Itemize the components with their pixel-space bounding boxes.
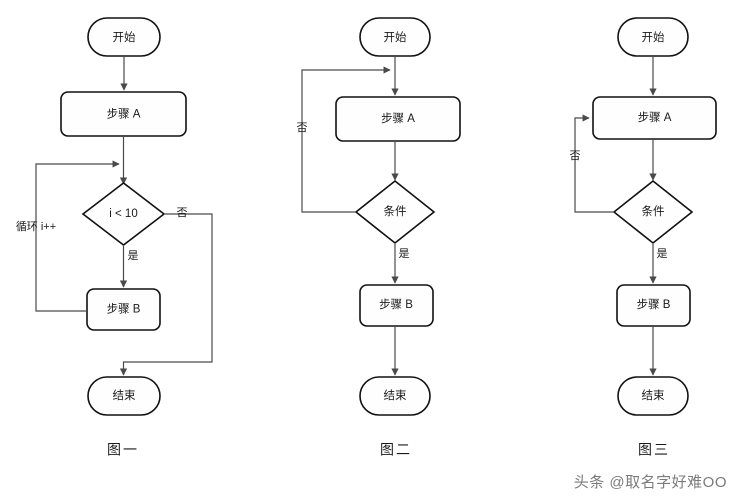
diagram-three: 开始 步骤 A 条件 否 是 bbox=[570, 17, 717, 458]
diagram-two-step-b-label: 步骤 B bbox=[379, 298, 413, 311]
diagram-one-node-step-a[interactable]: 步骤 A bbox=[60, 91, 187, 137]
diagram-two-node-step-b[interactable]: 步骤 B bbox=[359, 284, 434, 327]
diagram-two-label-no: 否 bbox=[297, 122, 308, 134]
diagram-three-node-decision[interactable]: 条件 bbox=[612, 179, 694, 245]
diagram-one-node-end[interactable]: 结束 bbox=[87, 376, 161, 416]
diagram-one-step-a-label: 步骤 A bbox=[107, 108, 141, 121]
diagram-three-start-label: 开始 bbox=[642, 30, 665, 44]
diagram-one-label-yes: 是 bbox=[128, 249, 139, 262]
diagram-one-step-b-label: 步骤 B bbox=[107, 303, 141, 316]
diagram-two-node-step-a[interactable]: 步骤 A bbox=[335, 96, 461, 142]
diagram-one-caption: 图一 bbox=[107, 442, 139, 458]
diagram-one-label-no: 否 bbox=[177, 207, 188, 219]
diagram-three-step-a-label: 步骤 A bbox=[638, 111, 672, 124]
diagram-one-edge-no bbox=[119, 213, 213, 376]
diagram-one-decision-label: i < 10 bbox=[109, 208, 137, 220]
diagram-one-label-loop: 循环 i++ bbox=[16, 220, 56, 233]
diagram-three-node-step-b[interactable]: 步骤 B bbox=[616, 284, 691, 327]
diagram-three-step-b-label: 步骤 B bbox=[637, 298, 671, 311]
diagram-three-caption: 图三 bbox=[638, 442, 670, 458]
diagram-three-edge-no-loop bbox=[574, 114, 614, 213]
diagram-two-node-end[interactable]: 结束 bbox=[359, 376, 431, 416]
diagram-one-node-decision[interactable]: i < 10 bbox=[81, 181, 166, 247]
diagram-two-node-start[interactable]: 开始 bbox=[359, 17, 431, 57]
diagram-two-caption: 图二 bbox=[380, 442, 412, 458]
diagram-three-node-step-a[interactable]: 步骤 A bbox=[592, 96, 717, 140]
diagram-three-label-no: 否 bbox=[570, 150, 581, 162]
diagram-two-edge-no-loop bbox=[301, 66, 391, 213]
diagram-two-step-a-label: 步骤 A bbox=[381, 112, 415, 125]
diagram-three-label-yes: 是 bbox=[657, 247, 668, 260]
diagram-one-end-label: 结束 bbox=[113, 389, 136, 402]
diagram-three-node-end[interactable]: 结束 bbox=[617, 376, 689, 416]
diagram-one: 开始 步骤 A i < 10 是 步骤 B bbox=[16, 17, 213, 458]
watermark-text: 头条 @取名字好难OO bbox=[573, 474, 727, 491]
diagram-three-end-label: 结束 bbox=[642, 389, 665, 402]
diagram-two-start-label: 开始 bbox=[384, 30, 407, 44]
diagram-two-decision-label: 条件 bbox=[384, 204, 407, 218]
diagram-two-label-yes: 是 bbox=[399, 247, 410, 260]
diagram-one-node-step-b[interactable]: 步骤 B bbox=[86, 288, 161, 331]
diagram-three-decision-label: 条件 bbox=[642, 204, 665, 218]
diagram-one-start-label: 开始 bbox=[113, 30, 136, 44]
diagram-one-edge-loop-back bbox=[35, 160, 120, 312]
diagram-one-node-start[interactable]: 开始 bbox=[87, 17, 161, 57]
diagram-two-end-label: 结束 bbox=[384, 389, 407, 402]
diagram-two: 开始 步骤 A 条件 否 是 bbox=[297, 17, 461, 458]
diagram-two-node-decision[interactable]: 条件 bbox=[354, 179, 436, 245]
diagram-three-node-start[interactable]: 开始 bbox=[617, 17, 689, 57]
